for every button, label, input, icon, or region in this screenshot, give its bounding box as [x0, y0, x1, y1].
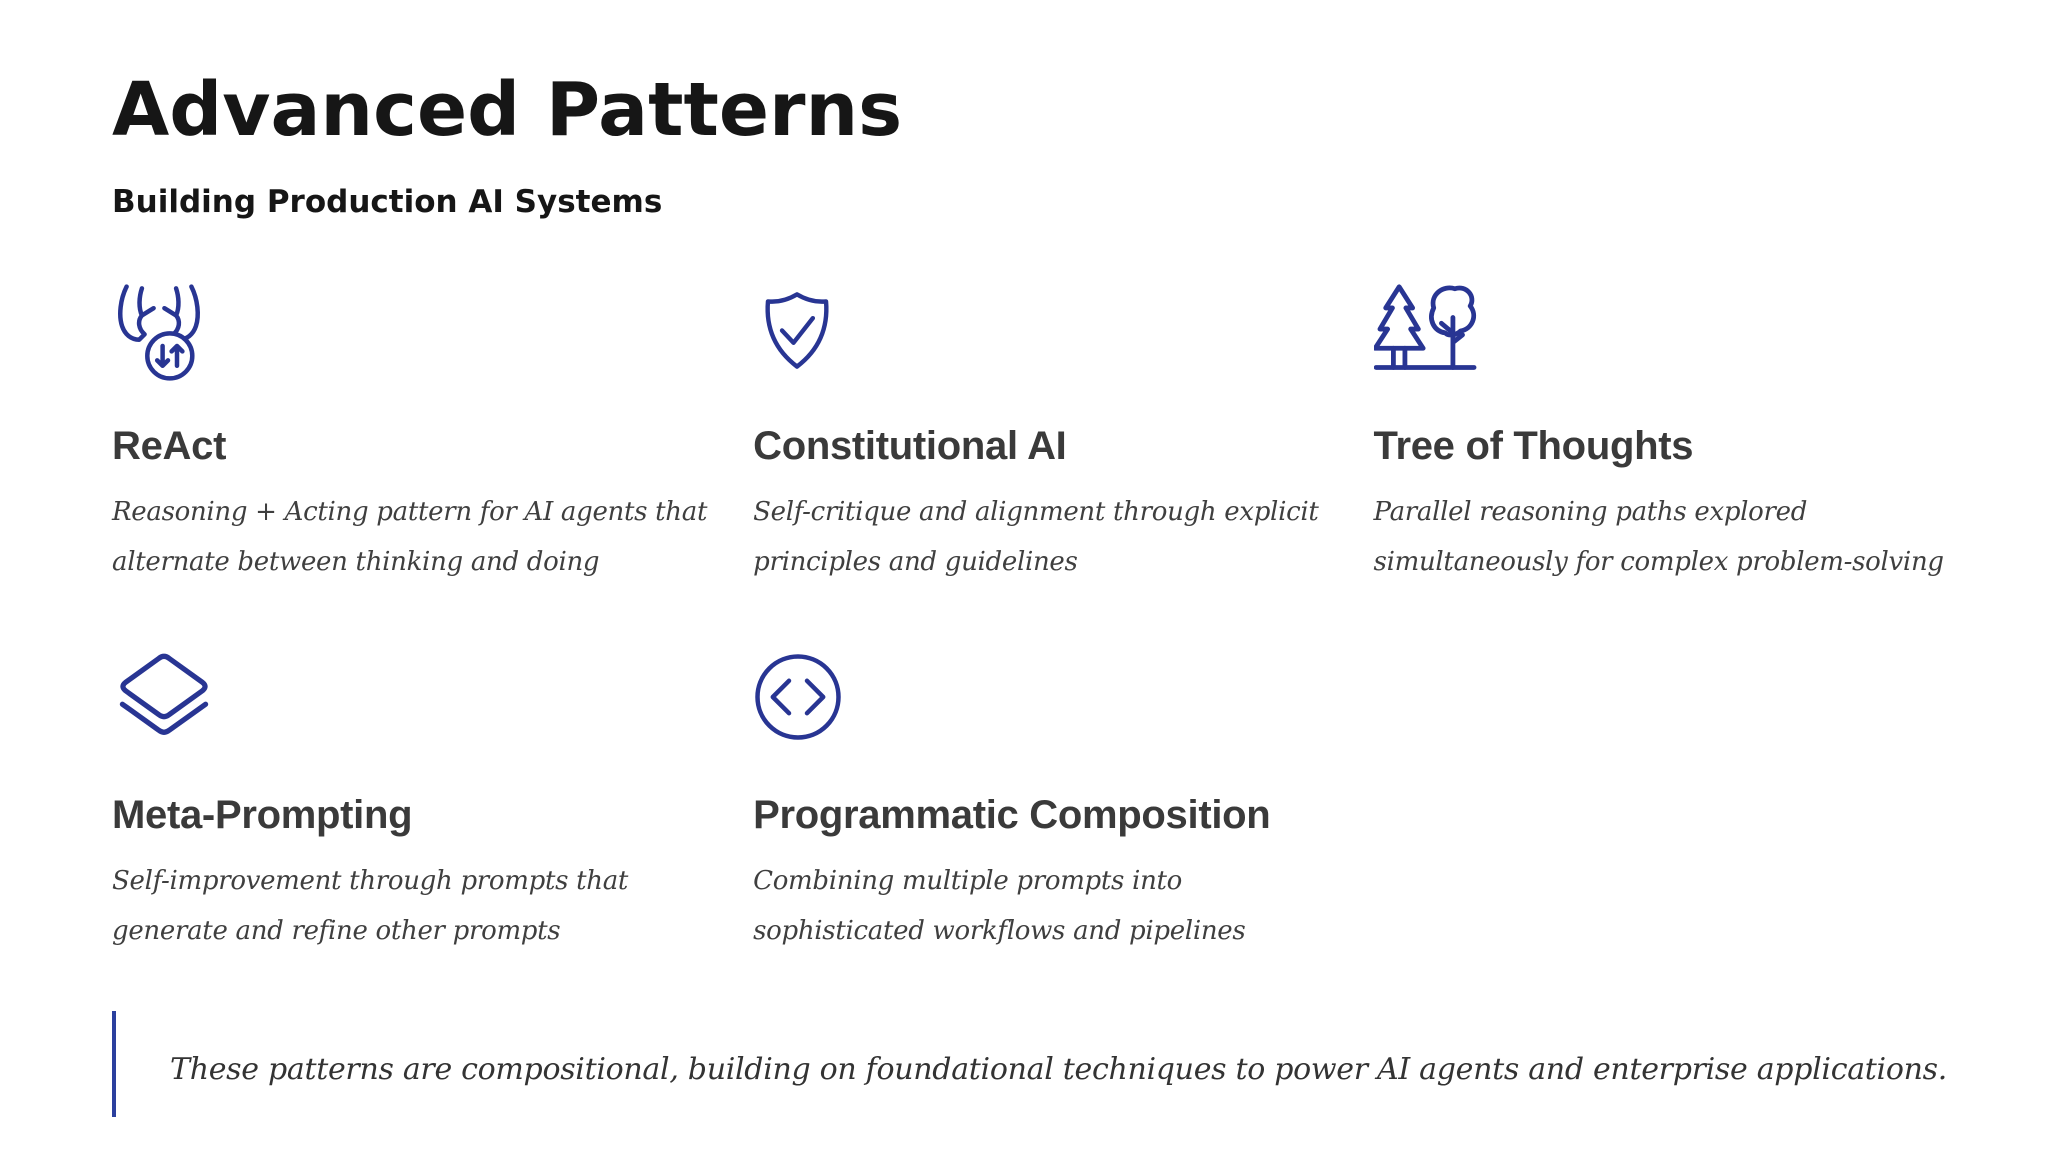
card-react: ReAct Reasoning + Acting pattern for AI …	[112, 283, 707, 587]
description-line: simultaneously for complex problem-solvi…	[1373, 547, 1945, 577]
footer-note: These patterns are compositional, buildi…	[112, 1011, 1947, 1117]
description-line: Reasoning + Acting pattern for AI agents…	[112, 497, 708, 527]
trees-icon	[1373, 283, 1948, 387]
card-description: Self-improvement through prompts that ge…	[112, 856, 707, 956]
description-line: sophisticated workflows and pipelines	[753, 916, 1246, 946]
layers-icon	[112, 652, 707, 756]
header: Advanced Patterns Building Production AI…	[112, 67, 903, 221]
card-description: Parallel reasoning paths explored simult…	[1374, 487, 1948, 587]
description-line: Self-improvement through prompts that	[112, 866, 629, 896]
page-title: Advanced Patterns	[112, 67, 903, 153]
description-line: Self-critique and alignment through expl…	[753, 497, 1319, 527]
card-constitutional-ai: Constitutional AI Self-critique and alig…	[753, 283, 1327, 587]
card-title: ReAct	[112, 424, 227, 468]
description-line: generate and refine other prompts	[112, 916, 561, 946]
description-line: Parallel reasoning paths explored	[1373, 497, 1808, 527]
card-description: Self-critique and alignment through expl…	[753, 487, 1327, 587]
page-subtitle: Building Production AI Systems	[112, 184, 663, 221]
description-line: Combining multiple prompts into	[753, 866, 1183, 896]
card-programmatic-composition: Programmatic Composition Combining multi…	[753, 652, 1327, 956]
card-title: Tree of Thoughts	[1373, 424, 1694, 468]
card-title: Meta-Prompting	[112, 793, 413, 837]
card-title: Programmatic Composition	[753, 793, 1271, 837]
accent-bar	[112, 1011, 116, 1117]
description-line: principles and guidelines	[753, 547, 1078, 577]
card-title: Constitutional AI	[753, 424, 1067, 468]
shield-check-icon	[753, 283, 1327, 387]
card-description: Combining multiple prompts into sophisti…	[753, 856, 1327, 956]
hands-exchange-icon	[112, 283, 707, 387]
code-circle-icon	[753, 652, 1327, 756]
card-tree-of-thoughts: Tree of Thoughts Parallel reasoning path…	[1373, 283, 1948, 587]
description-line: alternate between thinking and doing	[112, 547, 600, 577]
patterns-grid: ReAct Reasoning + Acting pattern for AI …	[112, 283, 1948, 956]
footer-text: These patterns are compositional, buildi…	[170, 1051, 1947, 1087]
card-description: Reasoning + Acting pattern for AI agents…	[112, 487, 707, 587]
card-meta-prompting: Meta-Prompting Self-improvement through …	[112, 652, 707, 956]
